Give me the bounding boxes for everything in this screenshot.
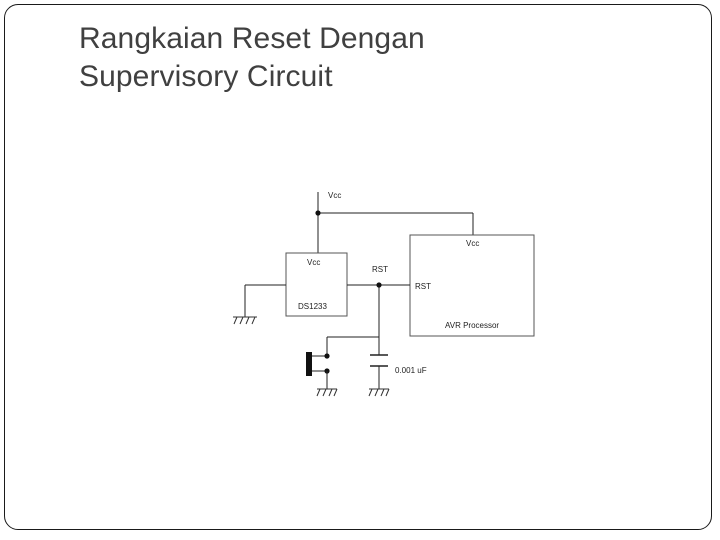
vcc-supply-wire xyxy=(317,192,474,253)
reset-push-button xyxy=(306,352,330,376)
reset-line-wire xyxy=(326,284,410,356)
slide-title-line-1: Rangkaian Reset Dengan xyxy=(79,22,425,55)
reset-junction-dot xyxy=(376,282,382,288)
slide-title-line-2: Supervisory Circuit xyxy=(79,60,333,93)
slide-frame xyxy=(4,4,712,530)
avr-processor-chip xyxy=(409,234,535,337)
slide-title: Rangkaian Reset Dengan Supervisory Circu… xyxy=(79,20,425,96)
avr-rst-pin-label: RST xyxy=(415,282,431,291)
ds1233-rst-pin-label: RST xyxy=(372,265,388,274)
ds1233-vcc-pin-label: Vcc xyxy=(307,258,320,267)
avr-processor-label: AVR Processor xyxy=(445,321,499,330)
avr-vcc-pin-label: Vcc xyxy=(466,239,479,248)
reset-capacitor xyxy=(370,354,388,367)
vcc-supply-label: Vcc xyxy=(328,191,341,200)
vcc-junction-dot xyxy=(315,210,321,216)
ds1233-part-number: DS1233 xyxy=(298,302,327,311)
capacitor-value-label: 0.001 uF xyxy=(395,366,427,375)
push-button-ground-symbol xyxy=(316,388,338,397)
ds1233-supervisor-chip xyxy=(285,252,348,317)
supervisor-ground-symbol xyxy=(233,316,257,325)
supervisor-ground-wire xyxy=(244,284,286,317)
capacitor-ground-symbol xyxy=(368,388,390,397)
